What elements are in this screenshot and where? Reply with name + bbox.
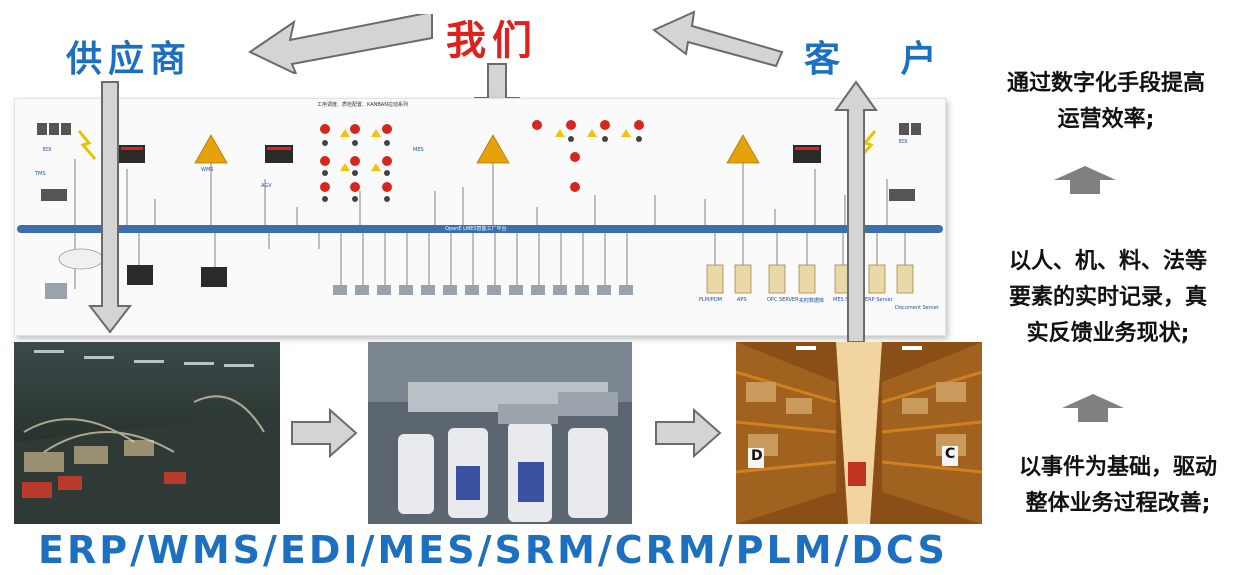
benefit-event-line2: 整体业务过程改善;	[1025, 491, 1211, 516]
benefit-realtime: 以人、机、料、法等 要素的实时记录，真 实反馈业务现状;	[990, 244, 1226, 352]
server-label-plm: PLM/PDM	[699, 297, 722, 303]
wms-label: WMS	[201, 167, 214, 173]
up-arrow-icon	[834, 80, 878, 343]
benefit-efficiency: 通过数字化手段提高 运营效率;	[990, 66, 1222, 138]
server-label-erp: ERP Server	[865, 297, 893, 303]
edi-label-left: EDI	[43, 147, 52, 153]
left-arrow-icon	[652, 10, 784, 68]
tms-label: TMS	[35, 171, 46, 177]
up-arrow-icon	[1054, 166, 1116, 194]
us-title: 我们	[446, 18, 538, 64]
edi-label-right: EDI	[899, 139, 908, 145]
server-label-aps: APS	[737, 297, 747, 303]
bus-label: OpenE LMES智能工厂平台	[445, 226, 507, 232]
production-line-photo	[368, 342, 632, 524]
up-arrow-icon	[1062, 394, 1124, 422]
warehouse-photo: D C	[736, 342, 982, 524]
systems-list: ERP/WMS/EDI/MES/SRM/CRM/PLM/DCS	[38, 528, 948, 572]
agv-label: AGV	[261, 183, 272, 189]
right-arrow-icon	[291, 408, 358, 458]
server-label-rtdb: 实时数据库	[799, 298, 825, 304]
right-arrow-icon	[655, 408, 722, 458]
benefit-efficiency-line1: 通过数字化手段提高	[1006, 71, 1205, 96]
mes-label: MES	[413, 147, 424, 153]
benefit-realtime-line1: 以人、机、料、法等	[1008, 249, 1207, 274]
benefit-event-driven: 以事件为基础，驱动 整体业务过程改善;	[1000, 450, 1236, 522]
kanban-note: 工序调度、质检配置、KANBAN拉动系列	[317, 102, 408, 108]
network-diagram-graphic	[17, 120, 943, 299]
customer-title: 客 户	[804, 39, 961, 80]
benefit-event-line1: 以事件为基础，驱动	[1018, 455, 1217, 480]
aisle-sign-d: D	[751, 448, 763, 464]
supplier-title: 供应商	[66, 39, 193, 80]
server-label-doc: Document Server	[895, 305, 939, 311]
benefit-efficiency-line2: 运营效率;	[1057, 107, 1155, 132]
down-arrow-icon	[88, 81, 133, 334]
factory-photo	[14, 342, 280, 524]
benefit-realtime-line2: 要素的实时记录，真	[1008, 285, 1207, 310]
server-label-opc: OPC SERVER	[767, 297, 799, 303]
left-arrow-icon	[248, 14, 433, 74]
network-diagram: OpenE LMES智能工厂平台 MES WMS AGV TMS EDI EDI…	[14, 98, 946, 336]
benefit-realtime-line3: 实反馈业务现状;	[1026, 321, 1190, 346]
aisle-sign-c: C	[945, 446, 956, 462]
